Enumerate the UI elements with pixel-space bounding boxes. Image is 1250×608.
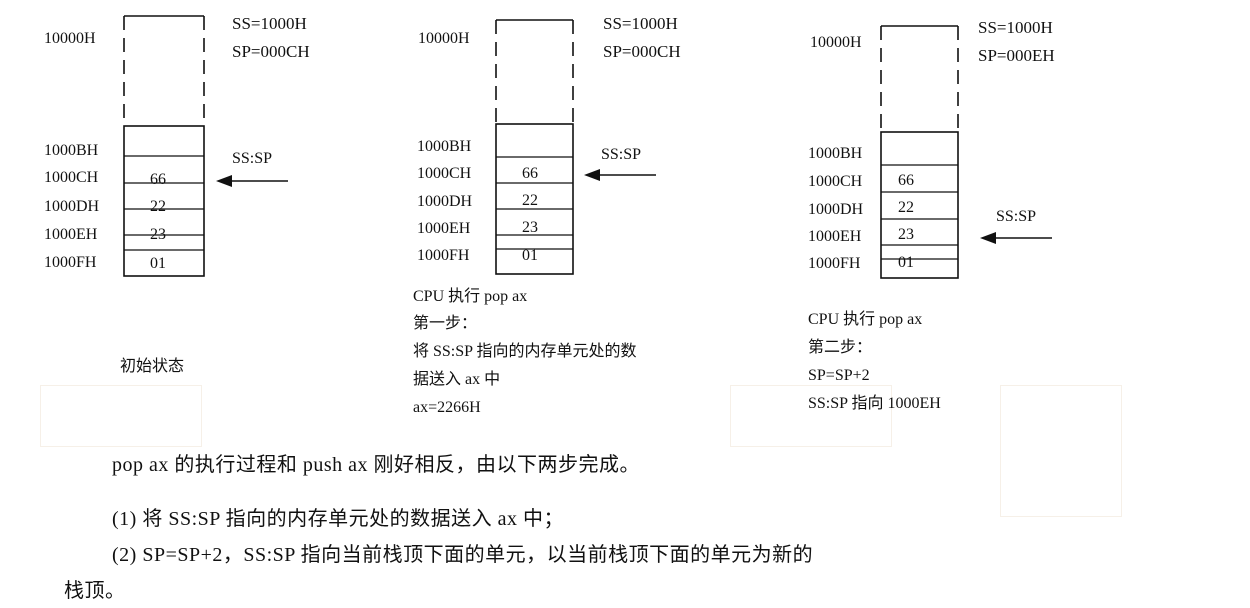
stack-pointer-arrow [584, 169, 656, 181]
diagram-caption-line: CPU 执行 pop ax [413, 288, 528, 305]
diagram-caption-line: 将 SS:SP 指向的内存单元处的数 [413, 343, 637, 360]
address-label: 1000BH [808, 145, 863, 162]
stack-pointer-label: SS:SP [601, 146, 642, 163]
address-label: 1000EH [417, 220, 471, 237]
scan-artifact [1000, 385, 1122, 517]
register-sp: SP=000CH [603, 42, 681, 61]
address-label: 1000BH [417, 138, 472, 155]
diagram-caption-line: ax=2266H [413, 399, 481, 416]
address-label: 1000CH [808, 173, 863, 190]
stack-memory-column [495, 19, 574, 276]
diagram-caption: 初始状态 [120, 358, 185, 375]
address-label: 1000DH [808, 201, 864, 218]
scan-artifact [730, 385, 892, 447]
address-label: 1000FH [417, 247, 470, 264]
diagram-caption-line: SS:SP 指向 1000EH [808, 395, 941, 412]
register-ss: SS=1000H [232, 14, 307, 33]
diagram-caption-line: CPU 执行 pop ax [808, 311, 923, 328]
paragraph-intro: pop ax 的执行过程和 push ax 刚好相反，由以下两步完成。 [112, 454, 641, 476]
top-address-label: 10000H [44, 30, 96, 47]
register-ss: SS=1000H [978, 18, 1053, 37]
register-ss: SS=1000H [603, 14, 678, 33]
register-sp: SP=000CH [232, 42, 310, 61]
address-label: 1000DH [417, 193, 473, 210]
stack-cell-value: 66 [150, 171, 166, 188]
paragraph-step-1: (1) 将 SS:SP 指向的内存单元处的数据送入 ax 中； [112, 508, 565, 530]
stack-pointer-arrow [216, 175, 288, 187]
stack-cell-value: 66 [898, 172, 914, 189]
stack-pointer-label: SS:SP [232, 150, 273, 167]
address-label: 1000CH [44, 169, 99, 186]
stack-cell-value: 01 [898, 254, 914, 271]
stack-cell-value: 23 [898, 226, 914, 243]
stack-cell-value: 01 [150, 255, 166, 272]
stack-frame [880, 25, 959, 279]
stack-frame [495, 19, 574, 275]
address-label: 1000DH [44, 198, 100, 215]
stack-cell-value: 01 [522, 247, 538, 264]
address-label: 1000BH [44, 142, 99, 159]
stack-cell-value: 22 [522, 192, 538, 209]
stack-frame [123, 15, 205, 277]
stack-pointer-arrow [980, 232, 1052, 244]
address-label: 1000CH [417, 165, 472, 182]
top-address-label: 10000H [418, 30, 470, 47]
diagram-caption-line: 据送入 ax 中 [413, 371, 501, 388]
stack-cell-value: 22 [898, 199, 914, 216]
stack-memory-column [123, 15, 205, 278]
stack-pointer-label: SS:SP [996, 208, 1037, 225]
diagram-caption-line: 第一步： [413, 315, 478, 332]
diagram-caption-line: 第二步： [808, 339, 873, 356]
address-label: 1000FH [44, 254, 97, 271]
diagram-caption-line: SP=SP+2 [808, 367, 870, 384]
paragraph-step-2-continued: 栈顶。 [64, 580, 126, 602]
address-label: 1000FH [808, 255, 861, 272]
register-sp: SP=000EH [978, 46, 1055, 65]
stack-cell-value: 22 [150, 198, 166, 215]
scan-artifact [40, 385, 202, 447]
stack-cell-value: 66 [522, 165, 538, 182]
stack-cell-value: 23 [150, 226, 166, 243]
address-label: 1000EH [44, 226, 98, 243]
top-address-label: 10000H [810, 34, 862, 51]
paragraph-step-2: (2) SP=SP+2，SS:SP 指向当前栈顶下面的单元，以当前栈顶下面的单元… [112, 544, 814, 566]
address-label: 1000EH [808, 228, 862, 245]
stack-memory-column [880, 25, 959, 280]
stack-cell-value: 23 [522, 219, 538, 236]
